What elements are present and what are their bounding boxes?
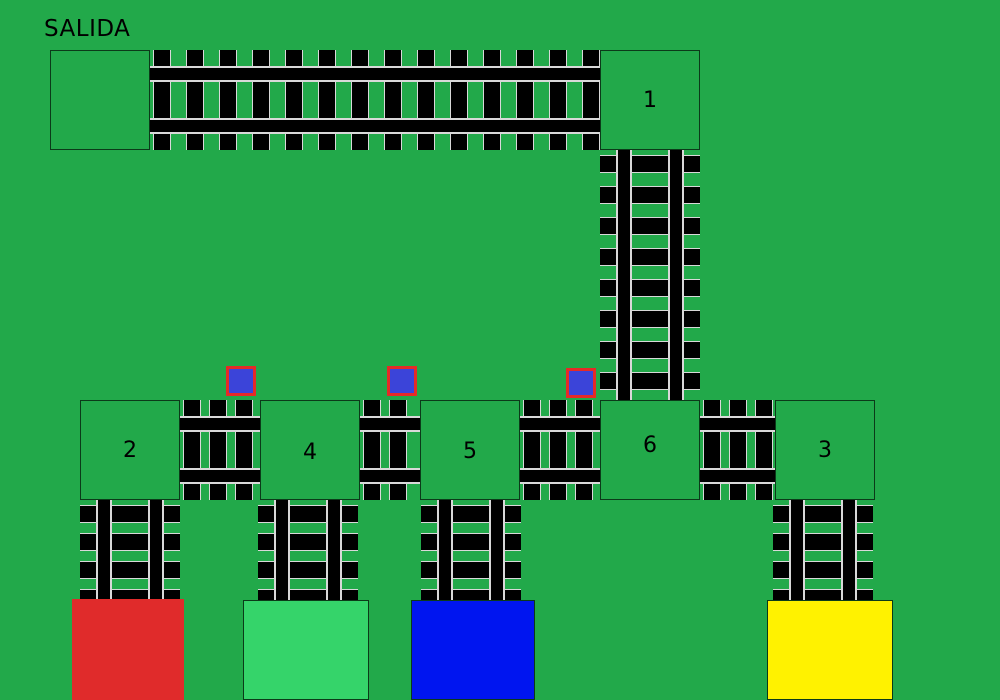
track-3-down xyxy=(773,500,873,600)
node-2[interactable]: 2 xyxy=(80,400,180,500)
track-4-down xyxy=(258,500,358,600)
node-6[interactable]: 6 xyxy=(600,400,700,500)
node-1[interactable]: 1 xyxy=(600,50,700,150)
track-2-4 xyxy=(180,400,260,500)
start-box xyxy=(50,50,150,150)
track-4-5 xyxy=(360,400,420,500)
track-5-down xyxy=(421,500,521,600)
destination-light-green xyxy=(243,600,369,700)
track-5-6 xyxy=(520,400,600,500)
switch-c[interactable] xyxy=(566,368,596,398)
track-6-3 xyxy=(700,400,775,500)
salida-label: SALIDA xyxy=(44,16,131,42)
track-top xyxy=(150,50,600,150)
destination-yellow xyxy=(767,600,893,700)
track-2-down xyxy=(80,500,180,600)
node-5[interactable]: 5 xyxy=(420,400,520,500)
destination-red xyxy=(72,599,184,700)
switch-b[interactable] xyxy=(387,366,417,396)
track-vertical-right xyxy=(600,150,700,400)
destination-blue xyxy=(411,600,535,700)
switch-a[interactable] xyxy=(226,366,256,396)
node-3[interactable]: 3 xyxy=(775,400,875,500)
node-4[interactable]: 4 xyxy=(260,400,360,500)
